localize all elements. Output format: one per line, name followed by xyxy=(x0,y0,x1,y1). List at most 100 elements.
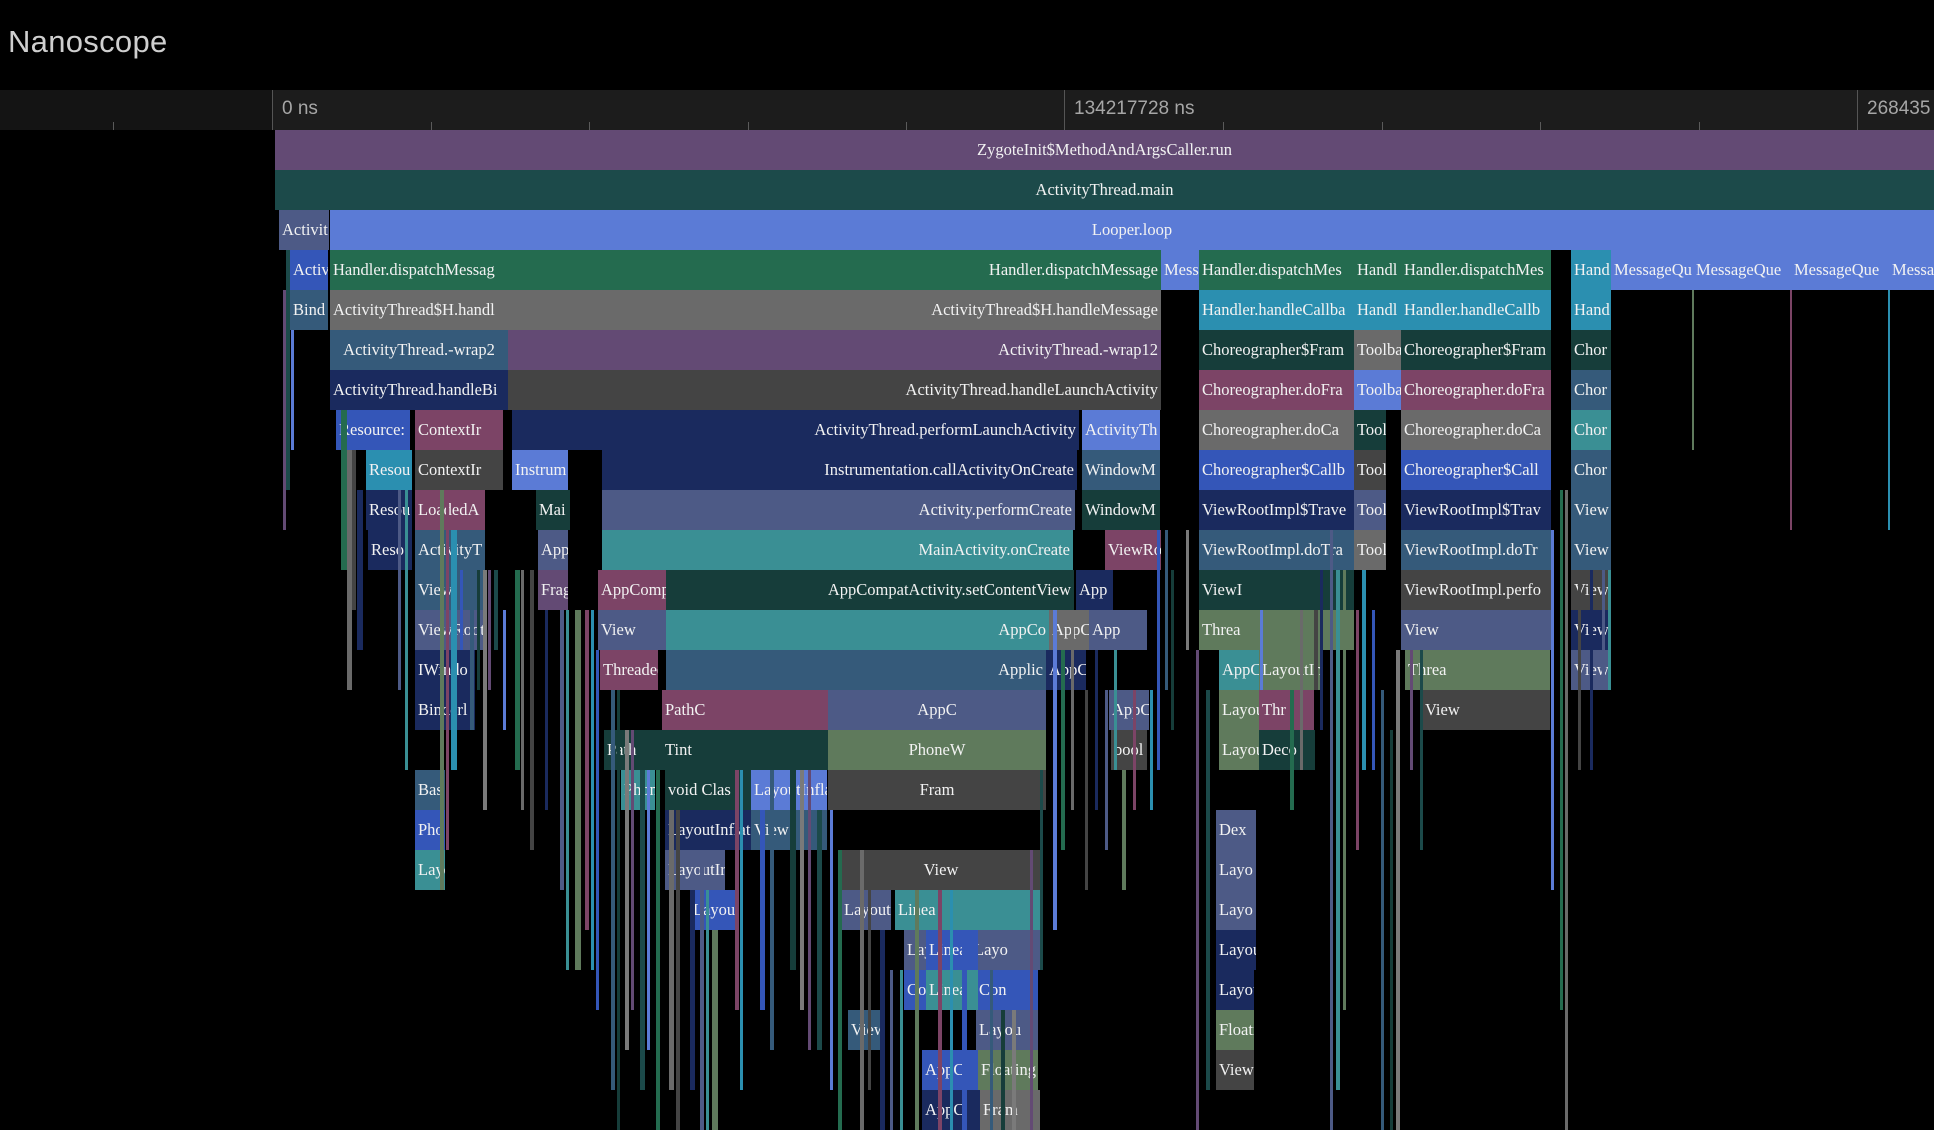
flame-sliver[interactable] xyxy=(625,730,629,1050)
flame-frame[interactable]: Tint xyxy=(662,730,828,770)
flame-frame[interactable]: Layo xyxy=(1216,850,1256,890)
flame-sliver[interactable] xyxy=(1410,650,1413,770)
flame-frame[interactable]: ViewRootImpl.doTra xyxy=(1199,530,1354,570)
flame-sliver[interactable] xyxy=(460,570,463,650)
flame-frame[interactable]: ZygoteInit$MethodAndArgsCaller.run xyxy=(275,130,1934,170)
flame-frame[interactable]: Bind xyxy=(290,290,328,330)
flame-sliver[interactable] xyxy=(1343,570,1346,1010)
flame-frame[interactable]: View xyxy=(598,610,658,650)
flame-sliver[interactable] xyxy=(566,610,569,970)
flame-sliver[interactable] xyxy=(470,570,474,730)
flame-sliver[interactable] xyxy=(1133,690,1136,810)
flame-sliver[interactable] xyxy=(1314,610,1318,690)
flame-frame[interactable]: AppCompatDelegateIr xyxy=(1219,650,1259,690)
flame-sliver[interactable] xyxy=(1196,650,1199,1130)
flame-frame[interactable]: Messa xyxy=(1889,250,1934,290)
flame-frame[interactable]: ActivityThread.-wrap2 xyxy=(330,330,508,370)
flame-sliver[interactable] xyxy=(560,610,564,890)
flame-sliver[interactable] xyxy=(1150,690,1153,810)
flame-sliver[interactable] xyxy=(640,770,645,1090)
flame-frame[interactable]: Choreographer.doCa xyxy=(1401,410,1551,450)
flame-sliver[interactable] xyxy=(1790,290,1792,530)
flame-sliver[interactable] xyxy=(1888,290,1890,530)
flame-sliver[interactable] xyxy=(451,530,457,770)
flame-frame[interactable]: View xyxy=(1422,690,1550,730)
flame-frame[interactable]: AppCompatActivity.setContentView xyxy=(666,570,1074,610)
flame-sliver[interactable] xyxy=(1420,650,1423,850)
flame-frame[interactable]: Hand xyxy=(1571,250,1611,290)
flame-frame[interactable]: Floating xyxy=(1216,1010,1254,1050)
flame-sliver[interactable] xyxy=(1692,290,1694,450)
flame-frame[interactable]: View xyxy=(1571,530,1611,570)
flame-frame[interactable]: Con xyxy=(976,970,1038,1010)
flame-frame[interactable]: LayoutIr xyxy=(841,890,891,930)
flame-frame[interactable]: Fram xyxy=(828,770,1046,810)
flame-frame[interactable]: ViewRootImpl$Trave xyxy=(1199,490,1354,530)
flame-sliver[interactable] xyxy=(575,610,581,970)
flame-frame[interactable]: MessageQue xyxy=(1791,250,1889,290)
flame-frame[interactable]: Reso xyxy=(368,530,412,570)
flame-frame[interactable]: AppCo xyxy=(666,610,1049,650)
flame-frame[interactable]: Linea xyxy=(895,890,1040,930)
flame-sliver[interactable] xyxy=(631,730,634,1010)
flame-frame[interactable]: ActivityThread$H.handleMessage xyxy=(508,290,1161,330)
flame-sliver[interactable] xyxy=(868,890,871,1090)
flame-sliver[interactable] xyxy=(617,690,620,1130)
flame-frame[interactable]: Choreographer$Call xyxy=(1401,450,1551,490)
flame-frame[interactable]: LayoutInflater.inflate xyxy=(1219,690,1259,730)
flame-frame[interactable]: ActivityThread.main xyxy=(275,170,1934,210)
flame-sliver[interactable] xyxy=(352,450,356,610)
flame-sliver[interactable] xyxy=(1336,570,1340,1090)
flame-sliver[interactable] xyxy=(1608,570,1611,690)
flame-frame[interactable]: LoadedA xyxy=(415,490,485,530)
flame-frame[interactable]: View xyxy=(1401,610,1551,650)
flame-frame[interactable]: View xyxy=(1216,1050,1254,1090)
flame-frame[interactable]: Handl xyxy=(1354,290,1401,330)
flame-sliver[interactable] xyxy=(1157,530,1160,770)
flame-sliver[interactable] xyxy=(735,770,739,1010)
flame-frame[interactable]: View xyxy=(1571,490,1611,530)
flame-sliver[interactable] xyxy=(790,770,796,970)
flame-frame[interactable]: Handler.dispatchMes xyxy=(1199,250,1354,290)
flame-frame[interactable]: Threa xyxy=(1199,610,1354,650)
flame-frame[interactable]: Handl xyxy=(1354,250,1401,290)
flame-frame[interactable]: Handler.handleCallb xyxy=(1401,290,1551,330)
flame-frame[interactable]: ViewRootImpl.perfo xyxy=(1401,570,1551,610)
flame-frame[interactable]: ViewRootImpl.perf xyxy=(415,610,485,650)
flame-frame[interactable]: Tool xyxy=(1354,450,1386,490)
flame-frame[interactable]: WindowM xyxy=(1082,450,1160,490)
flame-sliver[interactable] xyxy=(1085,690,1088,890)
flame-sliver[interactable] xyxy=(585,610,589,930)
flame-sliver[interactable] xyxy=(770,770,774,1050)
flame-sliver[interactable] xyxy=(1012,1010,1016,1130)
flame-sliver[interactable] xyxy=(283,290,286,530)
flame-frame[interactable]: ContextIr xyxy=(415,450,503,490)
flame-sliver[interactable] xyxy=(1300,610,1303,770)
flame-frame[interactable]: AppCo xyxy=(1046,650,1086,690)
flame-sliver[interactable] xyxy=(900,970,903,1130)
flame-sliver[interactable] xyxy=(1260,610,1263,690)
time-ruler[interactable]: 0 ns 134217728 ns 268435 xyxy=(0,90,1934,130)
flame-frame[interactable]: Resource: xyxy=(336,410,410,450)
flame-sliver[interactable] xyxy=(690,890,695,1090)
flame-sliver[interactable] xyxy=(1320,570,1323,730)
flame-frame[interactable]: Applic xyxy=(666,650,1046,690)
flame-sliver[interactable] xyxy=(990,970,993,1130)
flame-frame[interactable]: LayoutInflater.inflate xyxy=(1219,730,1259,770)
flame-sliver[interactable] xyxy=(1061,650,1065,850)
flame-frame[interactable]: Layou xyxy=(1216,970,1254,1010)
flame-frame[interactable]: View xyxy=(848,1010,882,1050)
flame-sliver[interactable] xyxy=(341,410,347,570)
flame-sliver[interactable] xyxy=(503,610,506,730)
flame-sliver[interactable] xyxy=(286,250,290,490)
flame-sliver[interactable] xyxy=(494,570,498,650)
flame-frame[interactable]: Toolba xyxy=(1354,330,1401,370)
flame-sliver[interactable] xyxy=(405,490,408,770)
flame-frame[interactable]: ContextIr xyxy=(415,410,503,450)
flame-frame[interactable]: Activit xyxy=(279,210,329,250)
flame-frame[interactable]: Instrum xyxy=(512,450,568,490)
flame-frame[interactable]: Choreographer.doCa xyxy=(1199,410,1354,450)
flame-sliver[interactable] xyxy=(1171,570,1174,730)
flame-sliver[interactable] xyxy=(488,570,491,690)
flame-sliver[interactable] xyxy=(398,490,401,690)
